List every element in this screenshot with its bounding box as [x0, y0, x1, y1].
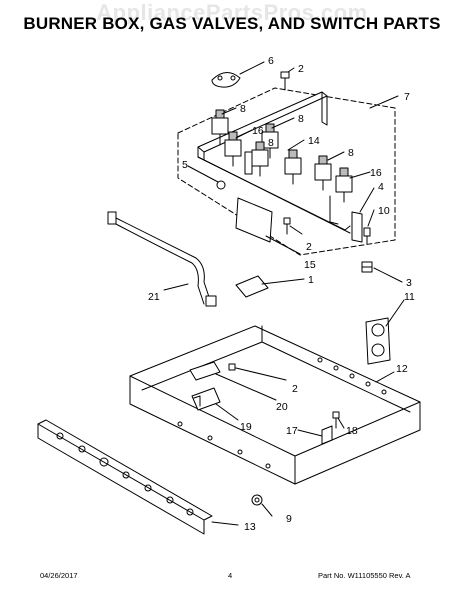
watermark: AppliancePartsPros.com — [96, 0, 368, 25]
part-11-regulator — [365, 317, 391, 365]
callout-19: 19 — [240, 421, 252, 433]
callout-6: 6 — [268, 55, 274, 67]
callout-18: 18 — [346, 425, 358, 437]
manifold-dashed-outline — [177, 87, 396, 256]
callout-4: 4 — [378, 181, 384, 193]
page-title: BURNER BOX, GAS VALVES, AND SWITCH PARTS — [23, 14, 441, 33]
callout-2c: 2 — [292, 383, 298, 395]
part-10-screw — [363, 227, 371, 245]
callout-5: 5 — [182, 159, 188, 171]
part-3-fitting — [361, 261, 373, 273]
part-17-bracket — [321, 425, 333, 445]
callout-15: 15 — [304, 259, 316, 271]
callout-12: 12 — [396, 363, 408, 375]
part-6-bracket — [211, 72, 241, 88]
part-2-screw-top — [280, 71, 290, 91]
part-2-screw-mid — [283, 217, 291, 235]
part-1-plate — [235, 275, 269, 298]
callout-2a: 2 — [298, 63, 304, 75]
part-14-switch — [244, 151, 253, 175]
callout-11: 11 — [404, 291, 415, 303]
callout-13: 13 — [244, 521, 256, 533]
callout-1: 1 — [308, 274, 314, 286]
callout-14: 14 — [308, 135, 320, 147]
footer-date: 04/26/2017 — [40, 571, 78, 580]
part-4-bracket — [329, 195, 363, 243]
gas-valve-5 — [284, 149, 302, 185]
callout-20: 20 — [276, 401, 288, 413]
part-19-module — [191, 387, 221, 411]
gas-valve-6 — [314, 155, 332, 191]
part-20-switch — [189, 361, 221, 381]
callout-8a: 8 — [240, 103, 246, 115]
gas-valve-2 — [224, 131, 242, 167]
part-9-grommet — [251, 494, 263, 506]
callout-16a: 16 — [252, 125, 264, 137]
leader-lines — [163, 61, 405, 526]
part-2-screw-lower — [228, 363, 236, 371]
callout-10: 10 — [378, 205, 390, 217]
part-18-screw — [332, 411, 340, 429]
callout-21: 21 — [148, 291, 160, 303]
callout-17: 17 — [286, 425, 298, 437]
callout-8c: 8 — [268, 137, 274, 149]
gas-valve-3 — [261, 123, 279, 159]
callout-8d: 8 — [348, 147, 354, 159]
callout-3: 3 — [406, 277, 412, 289]
callout-7: 7 — [404, 91, 410, 103]
footer-page-number: 4 — [228, 571, 233, 580]
footer-part-number: Part No. W11105550 Rev. A — [318, 571, 411, 580]
gas-valve-1 — [211, 109, 229, 146]
callout-2b: 2 — [306, 241, 312, 253]
part-12-burner-box — [129, 325, 421, 485]
callout-labels: 6 2 7 8 8 16 8 14 5 8 16 4 10 2 15 3 1 2… — [148, 55, 415, 533]
callout-16b: 16 — [370, 167, 382, 179]
part-21-gas-tube — [107, 211, 217, 307]
callout-8b: 8 — [298, 113, 304, 125]
callout-9: 9 — [286, 513, 292, 525]
gas-valve-7 — [335, 167, 353, 203]
part-5-disk — [216, 180, 226, 190]
part-15-plate — [235, 197, 273, 243]
part-13-front-panel — [37, 419, 213, 535]
